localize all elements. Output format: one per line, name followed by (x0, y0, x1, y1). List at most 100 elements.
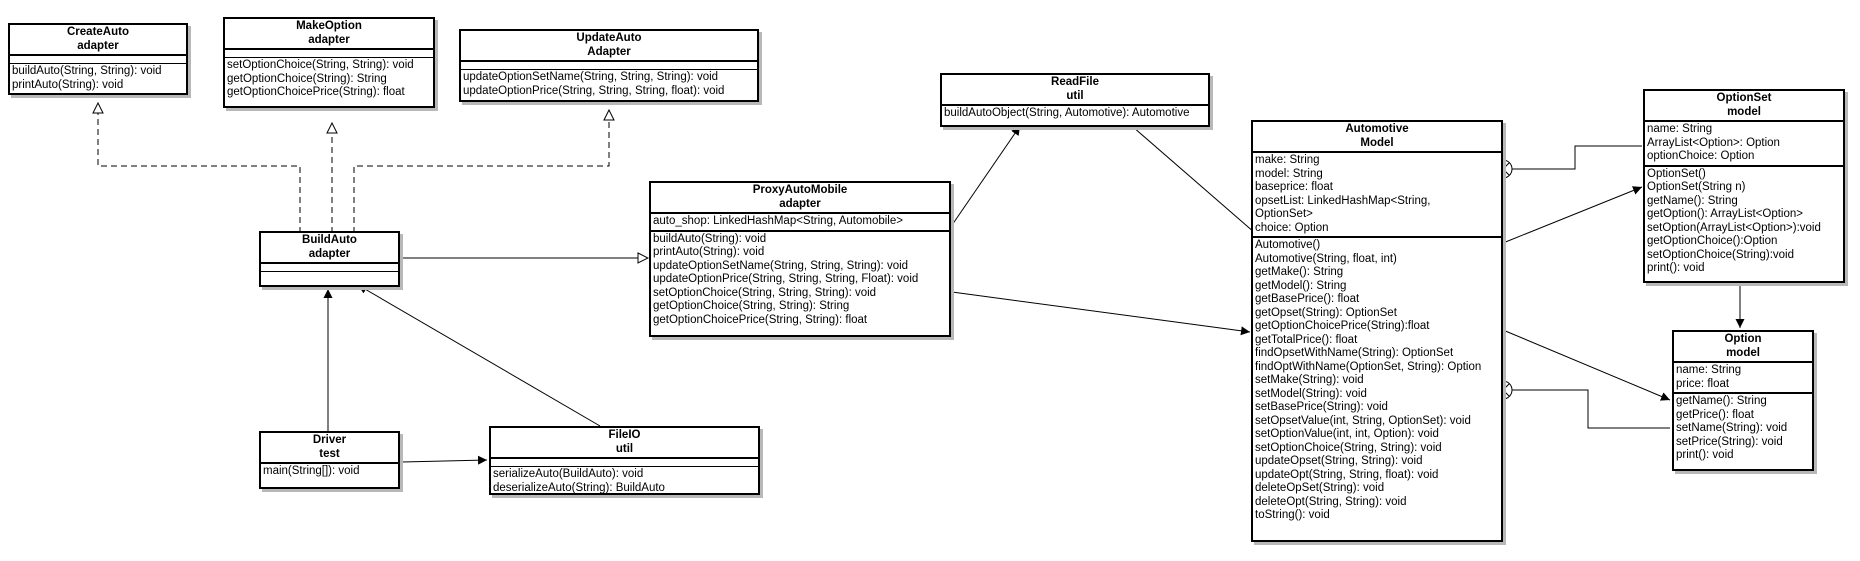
method: buildAuto(String, String): void (12, 65, 162, 77)
method: setName(String): void (1676, 422, 1788, 434)
method: getOptionChoicePrice(String): float (227, 86, 405, 98)
class-proxyautomobile[interactable]: ProxyAutoMobile adapter auto_shop: Linke… (649, 181, 951, 337)
containment-line-option (1512, 389, 1670, 429)
class-stereotype: adapter (308, 33, 350, 46)
methods-section: OptionSet() OptionSet(String n) getName(… (1645, 167, 1843, 277)
class-stereotype: util (1066, 89, 1084, 102)
class-name: ReadFile (1051, 76, 1099, 88)
class-name: ProxyAutoMobile (752, 184, 848, 196)
attribute: choice: Option (1255, 221, 1329, 234)
method: OptionSet(String n) (1647, 181, 1746, 193)
class-name: MakeOption (296, 20, 362, 32)
attribute: optionChoice: Option (1647, 150, 1755, 162)
method: printAuto(String): void (653, 246, 765, 258)
class-stereotype: adapter (77, 39, 119, 52)
method: Automotive() (1255, 239, 1321, 251)
class-stereotype: adapter (779, 197, 821, 210)
association-line-driver-fileio (401, 455, 488, 465)
method: getName(): String (1647, 194, 1738, 207)
method: getBasePrice(): float (1255, 293, 1360, 305)
attribute: baseprice: float (1255, 181, 1333, 193)
method: updateOpset(String, String): void (1255, 455, 1423, 467)
method: getOptionChoicePrice(String):float (1255, 320, 1430, 332)
method: getName(): String (1676, 395, 1767, 407)
class-automotive[interactable]: Automotive Model make: String model: Str… (1251, 120, 1503, 542)
class-header: ProxyAutoMobile adapter (651, 183, 949, 214)
methods-section: buildAutoObject(String, Automotive): Aut… (942, 106, 1208, 122)
class-fileio[interactable]: FileIO util serializeAuto(BuildAuto): vo… (489, 426, 760, 495)
method: getOptionChoicePrice(String, String): fl… (653, 313, 868, 326)
method: setOptionValue(int, int, Option): void (1255, 428, 1439, 440)
method: setOption(ArrayList<Option>):void (1647, 221, 1821, 234)
association-line-readfile-automotive (1132, 126, 1271, 247)
class-readfile[interactable]: ReadFile util buildAutoObject(String, Au… (940, 73, 1210, 127)
method: getOptionChoice(String): String (227, 72, 387, 85)
method: toString(): void (1255, 509, 1330, 521)
attribute: OptionSet> (1255, 208, 1313, 220)
class-name: BuildAuto (302, 234, 357, 246)
class-header: CreateAuto adapter (10, 25, 186, 56)
attribute: price: float (1676, 377, 1730, 390)
method: getOptionChoice():Option (1647, 235, 1778, 247)
class-stereotype: model (1726, 346, 1760, 359)
class-stereotype: model (1727, 105, 1761, 118)
methods-section: buildAuto(String, String): void printAut… (10, 64, 186, 93)
method: deserializeAuto(String): BuildAuto (493, 481, 665, 494)
class-stereotype: adapter (308, 247, 351, 260)
class-header: ReadFile util (942, 75, 1208, 106)
class-header: Automotive Model (1253, 122, 1501, 153)
attribute: name: String (1676, 364, 1742, 376)
class-buildauto[interactable]: BuildAuto adapter (259, 231, 400, 287)
class-stereotype: Adapter (587, 45, 631, 58)
method: OptionSet() (1647, 167, 1706, 180)
association-line-automotive-optionset (1502, 186, 1643, 244)
containment-line-optionset (1512, 145, 1642, 170)
method: print(): void (1647, 262, 1705, 274)
methods-section: serializeAuto(BuildAuto): void deseriali… (491, 467, 758, 496)
attributes-section (261, 264, 398, 272)
method: Automotive(String, float, int) (1255, 252, 1397, 265)
method: getModel(): String (1255, 279, 1347, 292)
method: setOpsetValue(int, String, OptionSet): v… (1255, 414, 1471, 427)
method: getOpset(String): OptionSet (1255, 306, 1397, 319)
method: deleteOpSet(String): void (1255, 482, 1385, 494)
method: serializeAuto(BuildAuto): void (493, 468, 644, 480)
class-driver[interactable]: Driver test main(String[]): void (259, 431, 400, 489)
attribute: auto_shop: LinkedHashMap<String, Automob… (653, 215, 903, 227)
method: buildAuto(String): void (653, 232, 767, 245)
method: updateOptionPrice(String, String, String… (463, 84, 725, 97)
class-header: OptionSet model (1645, 91, 1843, 122)
class-header: FileIO util (491, 428, 758, 459)
class-stereotype: test (319, 447, 340, 460)
methods-section: setOptionChoice(String, String): void ge… (225, 58, 433, 101)
class-name: OptionSet (1716, 92, 1772, 104)
method: setOptionChoice(String, String): void (227, 59, 414, 71)
association-line-fileio-buildauto (357, 284, 601, 427)
attribute: name: String (1647, 123, 1713, 135)
class-stereotype: util (615, 442, 634, 455)
attributes-section: auto_shop: LinkedHashMap<String, Automob… (651, 214, 949, 232)
method: setMake(String): void (1255, 374, 1364, 386)
method: setBasePrice(String): void (1255, 401, 1388, 413)
class-makeoption[interactable]: MakeOption adapter setOptionChoice(Strin… (223, 17, 435, 108)
method: getMake(): String (1255, 266, 1344, 278)
class-createauto[interactable]: CreateAuto adapter buildAuto(String, Str… (8, 23, 188, 95)
class-name: Automotive (1345, 123, 1409, 135)
attributes-section (225, 50, 433, 58)
method: findOptWithName(OptionSet, String): Opti… (1255, 360, 1482, 373)
method: updateOpt(String, String, float): void (1255, 468, 1439, 481)
method: getOptionChoice(String, String): String (653, 300, 850, 312)
class-optionset[interactable]: OptionSet model name: String ArrayList<O… (1643, 89, 1845, 283)
class-stereotype: Model (1360, 136, 1394, 149)
attributes-section: name: String ArrayList<Option>: Option o… (1645, 122, 1843, 167)
attributes-section (461, 62, 757, 70)
class-updateauto[interactable]: UpdateAuto Adapter updateOptionSetName(S… (459, 29, 759, 102)
association-line-proxy-automotive (951, 291, 1251, 336)
attribute: make: String (1255, 154, 1320, 166)
class-header: BuildAuto adapter (261, 233, 398, 264)
class-option[interactable]: Option model name: String price: float g… (1672, 330, 1814, 471)
class-name: CreateAuto (67, 26, 129, 38)
method: setOptionChoice(String, String, String):… (653, 286, 877, 299)
attributes-section: make: String model: String baseprice: fl… (1253, 153, 1501, 238)
methods-section: main(String[]): void (261, 464, 398, 480)
